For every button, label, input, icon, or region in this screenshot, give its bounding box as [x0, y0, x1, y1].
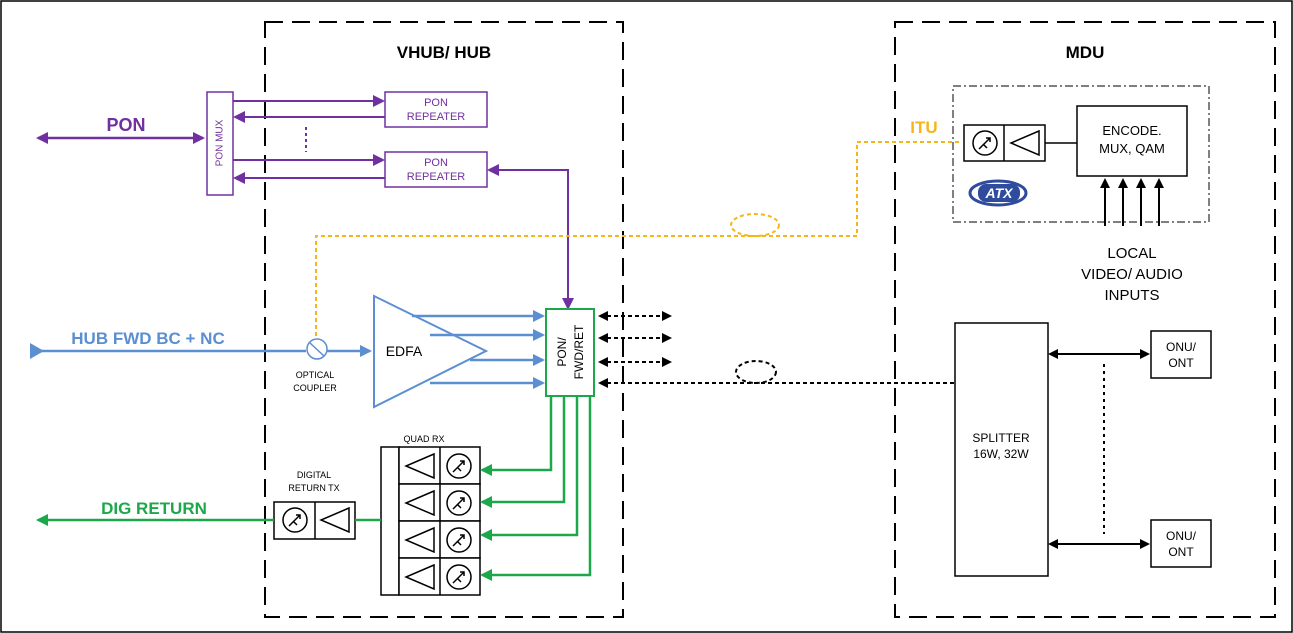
- pon-mux-box: [206, 91, 234, 196]
- digital-tx-line1: DIGITAL: [297, 470, 331, 480]
- digital-tx-line2: RETURN TX: [288, 483, 339, 493]
- mdu-fiber-coil: [735, 360, 777, 384]
- onu-bottom-line1: ONU/: [1166, 529, 1197, 543]
- quad-rx-label: QUAD RX: [403, 434, 444, 444]
- pon-repeater-1: [384, 91, 488, 128]
- onu-bottom-line2: ONT: [1168, 545, 1194, 559]
- itu-fiber-coil: [730, 213, 780, 237]
- quad-rx-channel-3: [398, 520, 481, 559]
- mdu-title: MDU: [1066, 43, 1105, 62]
- dig-return-label: DIG RETURN: [101, 499, 207, 518]
- wdm-line2: FWD/RET: [572, 324, 586, 379]
- mdu-box: [894, 21, 1276, 618]
- vhub-title: VHUB/ HUB: [397, 43, 491, 62]
- edfa-label: EDFA: [386, 343, 423, 359]
- edfa-outputs: [412, 310, 545, 389]
- local-line3: INPUTS: [1104, 287, 1159, 304]
- encoder-line1: ENCODE.: [1102, 123, 1161, 138]
- digital-return-tx: [273, 501, 356, 540]
- wdm-box: [545, 308, 595, 397]
- pon-mux-label: PON MUX: [215, 119, 226, 166]
- quad-rx-channel-1: [398, 446, 481, 485]
- encoder-line2: MUX, QAM: [1099, 141, 1165, 156]
- optical-coupler-line2: COUPLER: [293, 383, 337, 393]
- onu-top-line2: ONT: [1168, 356, 1194, 370]
- onu-top-line1: ONU/: [1166, 340, 1197, 354]
- return-feeds: [480, 396, 592, 581]
- pon-repeater-2-line2: REPEATER: [407, 171, 466, 183]
- local-line2: VIDEO/ AUDIO: [1081, 266, 1183, 283]
- hub-fwd-label: HUB FWD BC + NC: [71, 329, 224, 348]
- optical-coupler-line1: OPTICAL: [296, 370, 335, 380]
- pon-label: PON: [106, 115, 145, 135]
- wdm-line1: PON/: [555, 337, 569, 367]
- quad-rx-rail: [380, 446, 400, 596]
- local-input-arrows: [1100, 178, 1164, 226]
- splitter-box: [954, 322, 1049, 577]
- encoder-box: [1076, 105, 1188, 177]
- svg-text:ATX: ATX: [985, 185, 1015, 201]
- onu-top-box: [1150, 330, 1212, 379]
- rep2-to-wdm: [487, 164, 574, 310]
- onu-bottom-box: [1150, 519, 1212, 568]
- itu-label: ITU: [910, 118, 937, 137]
- wdm-fiber-outputs: [598, 311, 955, 388]
- pon-repeater-1-line2: REPEATER: [407, 111, 466, 123]
- splitter-line2: 16W, 32W: [973, 447, 1029, 461]
- splitter-line1: SPLITTER: [972, 431, 1030, 445]
- local-line1: LOCAL: [1107, 245, 1156, 262]
- itu-node-box: [952, 85, 1210, 223]
- itu-path: [315, 141, 960, 336]
- atx-logo: ATX: [968, 179, 1028, 207]
- photodiode-icon: [972, 130, 998, 156]
- pon-repeater-2-line1: PON: [424, 157, 448, 169]
- edfa-amplifier: [373, 294, 489, 409]
- quad-rx-channel-4: [398, 557, 481, 596]
- pon-repeater-1-line1: PON: [424, 97, 448, 109]
- quad-rx-channel-2: [398, 483, 481, 522]
- amplifier-icon: [1009, 129, 1040, 157]
